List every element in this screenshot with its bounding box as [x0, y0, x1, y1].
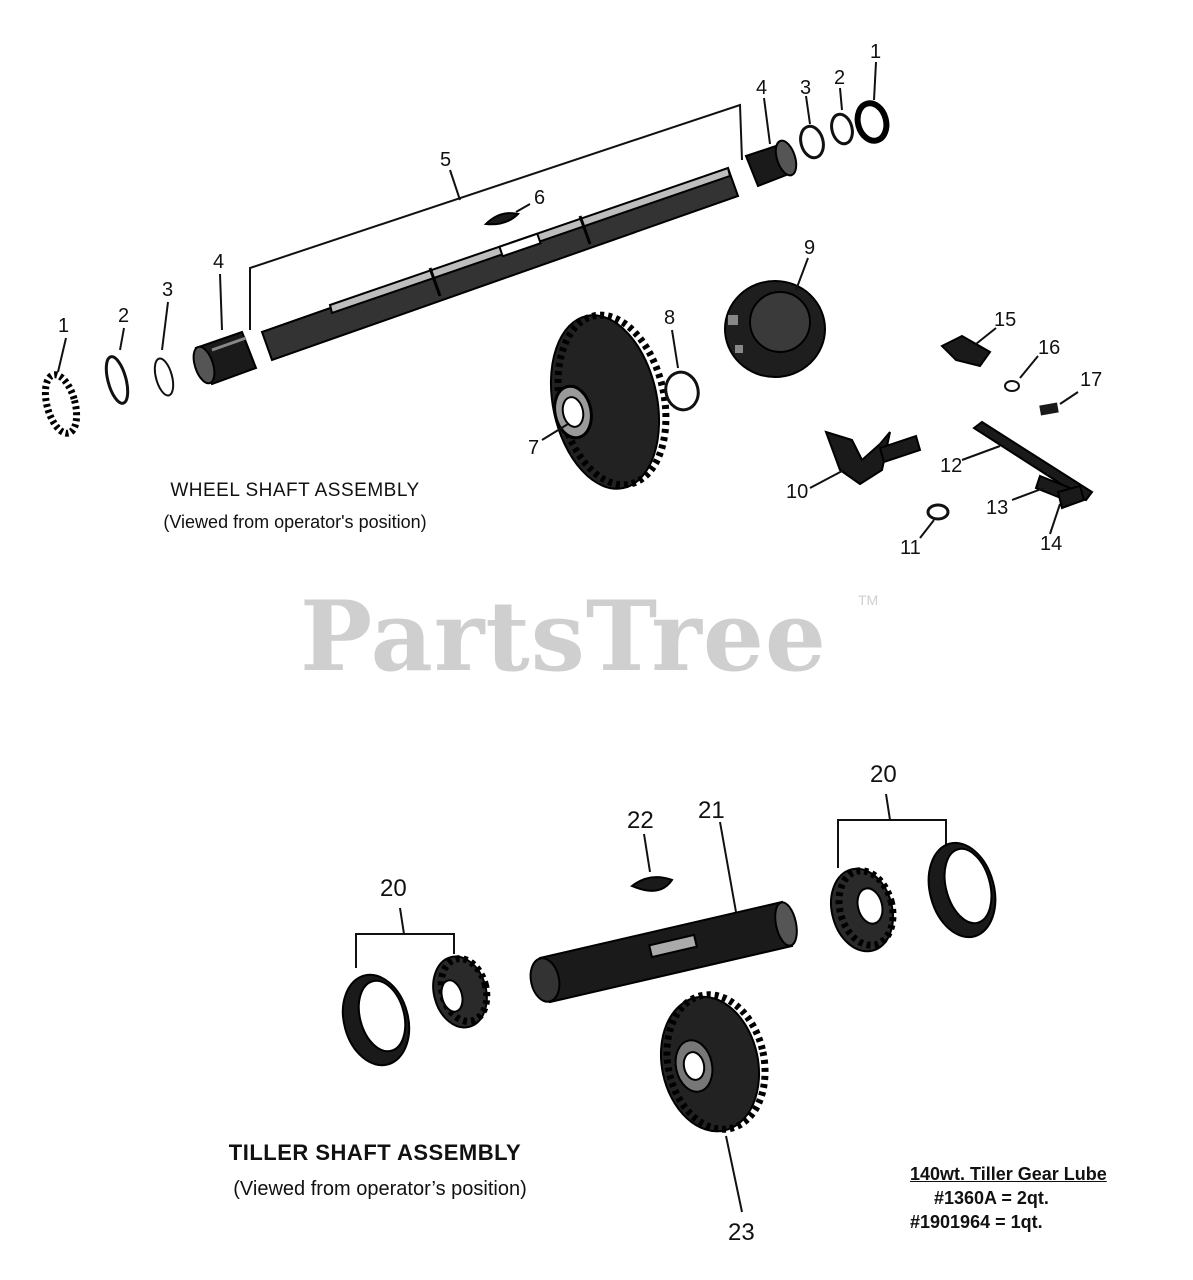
bearing-cone-right-part — [830, 867, 897, 953]
leader-11 — [919, 519, 935, 539]
leader-22 — [643, 833, 651, 873]
callout-3-right: 3 — [800, 77, 811, 99]
callout-5: 5 — [440, 149, 451, 171]
leader-23 — [725, 1135, 743, 1213]
leader-20-left — [399, 907, 405, 935]
leader-21 — [719, 821, 737, 913]
wheel-shaft-part — [260, 166, 740, 362]
callout-21: 21 — [698, 797, 725, 824]
callout-6: 6 — [534, 187, 545, 209]
ring-right-part — [799, 124, 825, 160]
ring-left-part — [153, 357, 175, 397]
key-part — [483, 212, 520, 226]
callout-10: 10 — [786, 481, 808, 503]
hub-part — [724, 280, 826, 378]
screw-part — [1039, 402, 1059, 416]
leader-12 — [961, 445, 1001, 461]
bracket-part — [940, 334, 992, 368]
leader-17 — [1059, 391, 1079, 405]
callout-11: 11 — [900, 537, 921, 559]
callout-22: 22 — [627, 807, 654, 834]
leader-3-left — [161, 301, 169, 351]
bushing-right-part — [744, 139, 798, 188]
leader-5 — [449, 169, 461, 201]
callout-9: 9 — [804, 237, 815, 259]
callout-15: 15 — [994, 309, 1016, 331]
leader-1-left — [57, 337, 67, 373]
gear-part — [549, 311, 670, 490]
ring-mid-part — [664, 370, 700, 412]
tiller-shaft-assembly-group: 20 20 21 22 23 — [341, 761, 997, 1246]
callout-23: 23 — [728, 1219, 755, 1246]
shaft-bracket-line — [249, 103, 743, 330]
rod-lever-part — [972, 420, 1094, 510]
bearing-left-part — [41, 371, 81, 437]
callout-20-left: 20 — [380, 875, 407, 902]
tiller-shaft-assembly-title: TILLER SHAFT ASSEMBLY — [228, 1140, 522, 1165]
leader-14 — [1049, 503, 1061, 535]
tiller-shaft-part — [529, 900, 798, 1004]
leader-4-left — [219, 273, 223, 331]
lube-note-line-1: #1360A = 2qt. — [934, 1188, 1049, 1208]
leader-1-right — [873, 61, 877, 101]
leader-13 — [1011, 487, 1045, 501]
wheel-shaft-assembly-title: WHEEL SHAFT ASSEMBLY — [170, 480, 420, 501]
small-ring-part — [926, 503, 950, 521]
bearing-right-part — [854, 100, 890, 144]
callout-1-left: 1 — [58, 315, 69, 337]
leader-8 — [671, 329, 679, 369]
partstree-watermark: PartsTree — [300, 580, 827, 693]
bearing-race-left-part — [341, 973, 411, 1067]
leader-7 — [541, 423, 569, 441]
bearing-set-left-bracket — [355, 933, 455, 968]
callout-3-left: 3 — [162, 279, 173, 301]
leader-15 — [975, 327, 997, 345]
tiller-key-part — [630, 876, 674, 892]
lube-note-title: 140wt. Tiller Gear Lube — [910, 1164, 1107, 1184]
bearing-set-right-bracket — [837, 819, 947, 868]
leader-4-right — [763, 97, 771, 145]
bearing-race-right-part — [927, 841, 997, 939]
leader-9 — [795, 257, 809, 291]
callout-13: 13 — [986, 497, 1008, 519]
bushing-left-part — [192, 330, 258, 386]
callout-17: 17 — [1080, 369, 1102, 391]
lube-note: 140wt. Tiller Gear Lube #1360A = 2qt. #1… — [910, 1162, 1180, 1234]
leader-20-right — [885, 793, 891, 821]
wheel-shaft-assembly-group: 1 2 3 4 5 6 7 8 9 10 11 12 13 14 15 16 1… — [41, 41, 1102, 559]
bearing-cone-left-part — [432, 955, 491, 1029]
lube-note-line-2: #1901964 = 1qt. — [910, 1212, 1043, 1232]
callout-2-right: 2 — [834, 67, 845, 89]
leader-3-right — [805, 95, 811, 125]
callout-4-right: 4 — [756, 77, 767, 99]
tiller-gear-part — [659, 991, 769, 1133]
wheel-shaft-assembly-subtitle: (Viewed from operator's position) — [163, 512, 427, 532]
callout-12: 12 — [940, 455, 962, 477]
callout-14: 14 — [1040, 533, 1062, 555]
washer-right-part — [830, 112, 854, 146]
leader-2-right — [839, 87, 843, 111]
callout-1-right: 1 — [870, 41, 881, 63]
leader-10 — [809, 469, 845, 489]
callout-20-right: 20 — [870, 761, 897, 788]
tiller-shaft-assembly-subtitle: (Viewed from operator’s position) — [233, 1178, 527, 1200]
leader-16 — [1019, 355, 1039, 379]
callout-4-left: 4 — [213, 251, 224, 273]
callout-7: 7 — [528, 437, 539, 459]
leader-6 — [515, 203, 531, 213]
callout-2-left: 2 — [118, 305, 129, 327]
callout-8: 8 — [664, 307, 675, 329]
shift-fork-part — [824, 430, 922, 486]
watermark-trademark: TM — [858, 592, 879, 608]
callout-16: 16 — [1038, 337, 1060, 359]
washer-small-part — [1004, 380, 1020, 392]
washer-left-part — [104, 355, 130, 405]
leader-2-left — [119, 327, 125, 351]
